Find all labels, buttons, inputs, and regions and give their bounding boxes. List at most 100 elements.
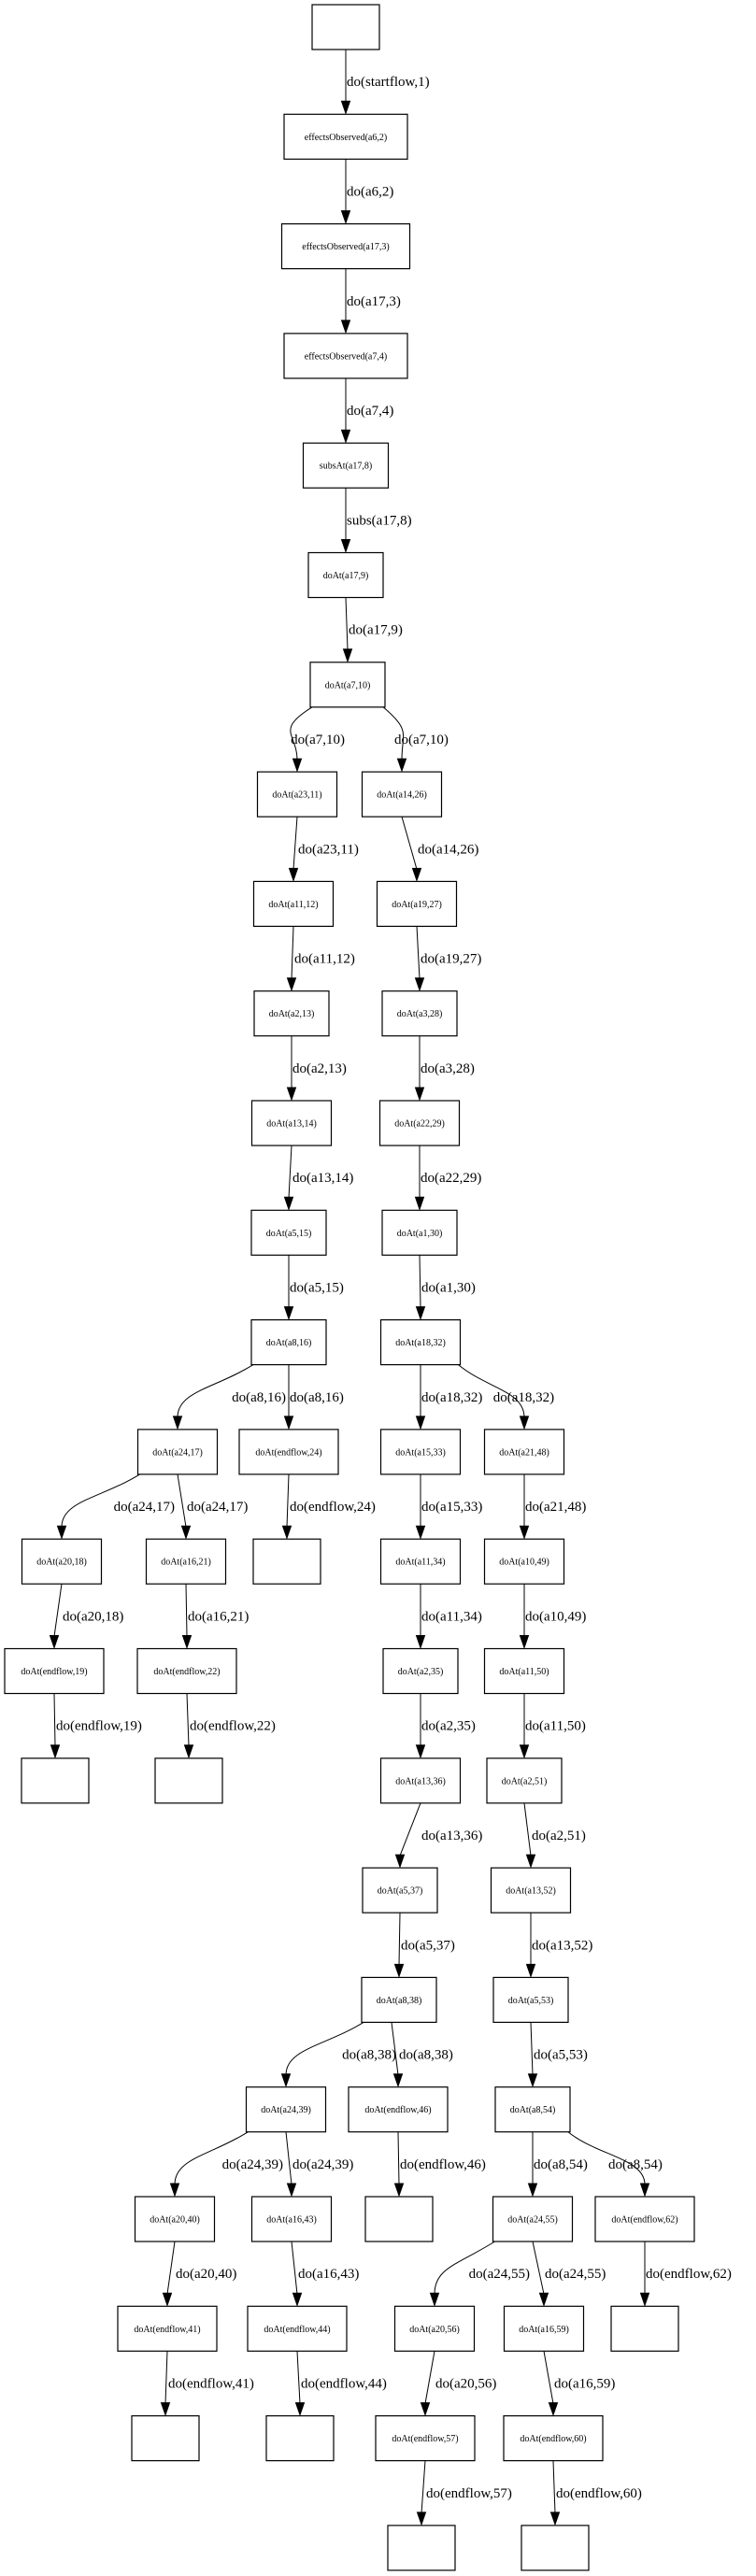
state-node[interactable]: doAt(a5,37)	[362, 1867, 438, 1914]
arrowhead-icon	[49, 1635, 60, 1650]
transition-edge: do(a2,13)	[286, 1035, 347, 1102]
node-label: doAt(a22,29)	[394, 1119, 445, 1130]
state-node[interactable]: doAt(endflow,46)	[348, 2086, 449, 2133]
terminal-node[interactable]	[131, 2415, 200, 2462]
arrowhead-icon	[538, 2292, 549, 2307]
node-label: doAt(endflow,46)	[364, 2105, 431, 2115]
terminal-node[interactable]	[21, 1758, 90, 1804]
state-node[interactable]: doAt(endflow,60)	[503, 2415, 604, 2462]
terminal-node[interactable]	[610, 2305, 679, 2352]
state-node[interactable]: doAt(a20,40)	[134, 2196, 216, 2242]
edge-label: do(a2,35)	[421, 1719, 476, 1734]
state-node[interactable]: doAt(a1,30)	[381, 1209, 458, 1256]
edge-label: do(a7,4)	[347, 404, 393, 419]
state-node[interactable]: doAt(a16,21)	[145, 1538, 227, 1585]
state-node[interactable]: effectsObserved(a7,4)	[283, 333, 408, 379]
arrowhead-icon	[283, 1306, 294, 1321]
state-node[interactable]: doAt(endflow,62)	[594, 2196, 695, 2242]
edge-label: do(a24,39)	[292, 2157, 353, 2172]
transition-edge: do(a7,4)	[340, 377, 393, 444]
transition-edge: do(a13,14)	[283, 1145, 353, 1211]
edge-label: do(a14,26)	[418, 842, 478, 857]
state-node[interactable]: doAt(a2,35)	[382, 1647, 459, 1695]
state-node[interactable]: doAt(a21,48)	[483, 1429, 565, 1475]
state-node[interactable]: doAt(a24,17)	[136, 1429, 219, 1475]
terminal-node[interactable]	[311, 4, 380, 50]
terminal-node[interactable]	[364, 2196, 434, 2242]
state-node[interactable]: doAt(a5,15)	[250, 1209, 327, 1256]
node-label: doAt(endflow,22)	[153, 1667, 220, 1677]
arrowhead-icon	[283, 1416, 294, 1430]
state-node[interactable]: doAt(a23,11)	[256, 771, 338, 818]
edge-label: do(a24,55)	[545, 2267, 606, 2282]
edge-label: do(a11,50)	[525, 1719, 586, 1734]
state-node[interactable]: doAt(a24,39)	[245, 2086, 327, 2133]
node-label: doAt(a20,56)	[409, 2325, 460, 2335]
arrowhead-icon	[639, 2292, 650, 2307]
node-box	[379, 1538, 462, 1585]
terminal-node[interactable]	[521, 2525, 590, 2571]
edge-line	[532, 2241, 545, 2295]
node-box	[253, 990, 330, 1037]
state-node[interactable]: doAt(a20,18)	[21, 1538, 103, 1585]
node-label: doAt(a1,30)	[397, 1229, 443, 1239]
state-node[interactable]: doAt(a19,27)	[376, 880, 458, 928]
state-node[interactable]: doAt(a14,26)	[361, 771, 443, 818]
edge-line	[164, 2351, 168, 2404]
state-node[interactable]: doAt(a16,43)	[250, 2196, 333, 2242]
transition-edge: do(endflow,46)	[393, 2131, 486, 2198]
state-node[interactable]: doAt(a2,51)	[486, 1758, 563, 1804]
state-node[interactable]: doAt(a8,54)	[494, 2086, 571, 2133]
state-node[interactable]: doAt(a2,13)	[253, 990, 330, 1037]
state-node[interactable]: doAt(a15,33)	[379, 1429, 462, 1475]
edge-label: do(a5,53)	[534, 2048, 588, 2063]
state-node[interactable]: doAt(a11,50)	[483, 1647, 565, 1695]
state-node[interactable]: subsAt(a17,8)	[302, 442, 390, 489]
transition-edge: do(a5,15)	[283, 1255, 344, 1321]
state-node[interactable]: doAt(endflow,41)	[117, 2305, 218, 2352]
state-node[interactable]: doAt(a11,12)	[252, 880, 335, 928]
state-node[interactable]: doAt(endflow,44)	[247, 2305, 348, 2352]
node-box	[483, 1538, 565, 1585]
state-node[interactable]: doAt(a22,29)	[378, 1100, 461, 1146]
state-node[interactable]: doAt(a24,55)	[492, 2196, 574, 2242]
state-node[interactable]: doAt(a20,56)	[393, 2305, 476, 2352]
arrowhead-icon	[280, 2073, 292, 2088]
state-node[interactable]: effectsObserved(a17,3)	[280, 223, 411, 270]
arrowhead-icon	[340, 320, 351, 334]
terminal-node[interactable]	[387, 2525, 456, 2571]
state-node[interactable]: doAt(a5,53)	[492, 1976, 569, 2023]
state-node[interactable]: doAt(a3,28)	[381, 990, 458, 1037]
edge-line	[290, 706, 313, 761]
transition-edge: do(a2,51)	[523, 1802, 586, 1869]
state-node[interactable]: doAt(a8,38)	[361, 1976, 437, 2023]
edge-line	[397, 2131, 400, 2185]
state-node[interactable]: doAt(endflow,22)	[136, 1647, 237, 1695]
state-node[interactable]: doAt(a13,36)	[379, 1758, 462, 1804]
terminal-node[interactable]	[154, 1758, 223, 1804]
node-label: doAt(a2,35)	[398, 1667, 444, 1677]
edge-label: do(a8,38)	[342, 2048, 396, 2063]
state-node[interactable]: doAt(a7,10)	[309, 662, 386, 708]
state-node[interactable]: doAt(endflow,57)	[375, 2415, 476, 2462]
state-node[interactable]: doAt(a17,9)	[307, 551, 384, 599]
state-node[interactable]: doAt(a13,14)	[250, 1100, 333, 1146]
state-node[interactable]: doAt(a10,49)	[483, 1538, 565, 1585]
arrowhead-icon	[181, 1635, 193, 1650]
edge-label: do(endflow,22)	[190, 1719, 276, 1734]
transition-edge: subs(a17,8)	[340, 488, 412, 554]
terminal-node[interactable]	[252, 1538, 321, 1585]
state-node[interactable]: effectsObserved(a6,2)	[283, 113, 408, 160]
state-node[interactable]: doAt(a11,34)	[379, 1538, 462, 1585]
state-node[interactable]: doAt(endflow,24)	[238, 1429, 339, 1475]
state-node[interactable]: doAt(endflow,19)	[4, 1647, 105, 1695]
state-node[interactable]: doAt(a16,59)	[503, 2305, 585, 2352]
edge-label: do(endflow,57)	[426, 2486, 512, 2501]
state-node[interactable]: doAt(a8,16)	[250, 1318, 327, 1366]
state-node[interactable]: doAt(a18,32)	[379, 1318, 462, 1366]
edge-label: do(a16,43)	[298, 2267, 359, 2282]
state-node[interactable]: doAt(a13,52)	[490, 1867, 572, 1914]
terminal-node[interactable]	[265, 2415, 335, 2462]
transition-edge: do(a20,40)	[162, 2241, 236, 2307]
transition-edge: do(endflow,24)	[281, 1473, 376, 1540]
